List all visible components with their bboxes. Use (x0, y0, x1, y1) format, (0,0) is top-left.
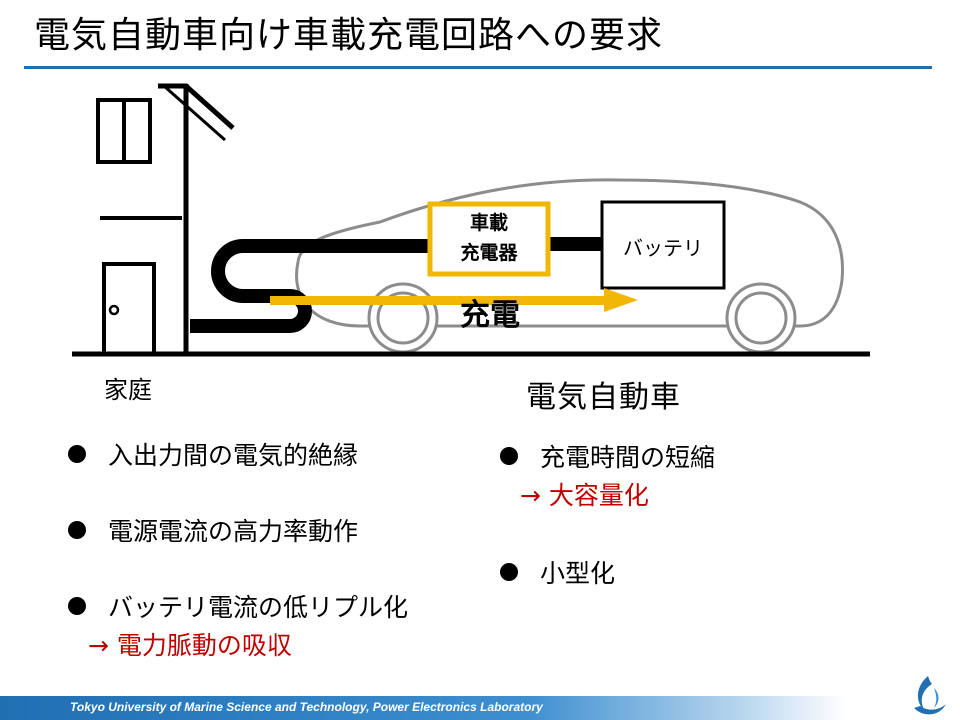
requirement-text: 入出力間の電気的絶縁 (108, 441, 359, 470)
requirement-item: バッテリ電流の低リプル化 (68, 592, 408, 624)
battery-label: バッテリ (623, 236, 703, 260)
house-icon (96, 83, 235, 356)
bullet-dot-icon (68, 445, 86, 463)
charging-cable (190, 239, 432, 333)
charger-label-line1: 車載 (469, 212, 508, 234)
title-underline (24, 66, 932, 69)
requirement-text: 電源電流の高力率動作 (108, 517, 359, 546)
bullet-dot-icon (500, 563, 518, 581)
requirement-result: → 大容量化 (520, 481, 649, 510)
university-logo-icon (914, 676, 946, 715)
door-knob (108, 304, 120, 316)
requirement-text: 小型化 (540, 559, 616, 588)
requirement-text: 充電時間の短縮 (540, 443, 716, 472)
requirement-result: → 電力脈動の吸収 (88, 631, 292, 660)
bullet-dot-icon (68, 521, 86, 539)
bullet-dot-icon (68, 597, 86, 615)
charger-label-line2: 充電器 (460, 242, 518, 264)
car-body (295, 178, 844, 328)
car-icon (295, 178, 844, 354)
footer-bar (0, 696, 960, 720)
requirement-item: 小型化 (500, 558, 615, 590)
charging-flow-arrow (270, 288, 638, 312)
electric-vehicle-label: 電気自動車 (526, 380, 681, 415)
slide-title: 電気自動車向け車載充電回路への要求 (34, 15, 664, 56)
charging-flow-label: 充電 (460, 298, 520, 333)
footer-lab-name: Tokyo University of Marine Science and T… (70, 700, 543, 714)
house-label: 家庭 (104, 376, 152, 404)
requirement-item: 電源電流の高力率動作 (68, 516, 358, 548)
house-door (102, 262, 156, 356)
battery-box (600, 200, 726, 290)
requirement-item: 充電時間の短縮 (500, 442, 715, 474)
bullet-dot-icon (500, 447, 518, 465)
house-roof (158, 83, 235, 130)
requirement-item: 入出力間の電気的絶縁 (68, 440, 358, 472)
onboard-charger-box (427, 201, 551, 277)
onboard-charger-label: 車載 充電器 (432, 208, 546, 268)
requirement-text: バッテリ電流の低リプル化 (108, 593, 409, 622)
